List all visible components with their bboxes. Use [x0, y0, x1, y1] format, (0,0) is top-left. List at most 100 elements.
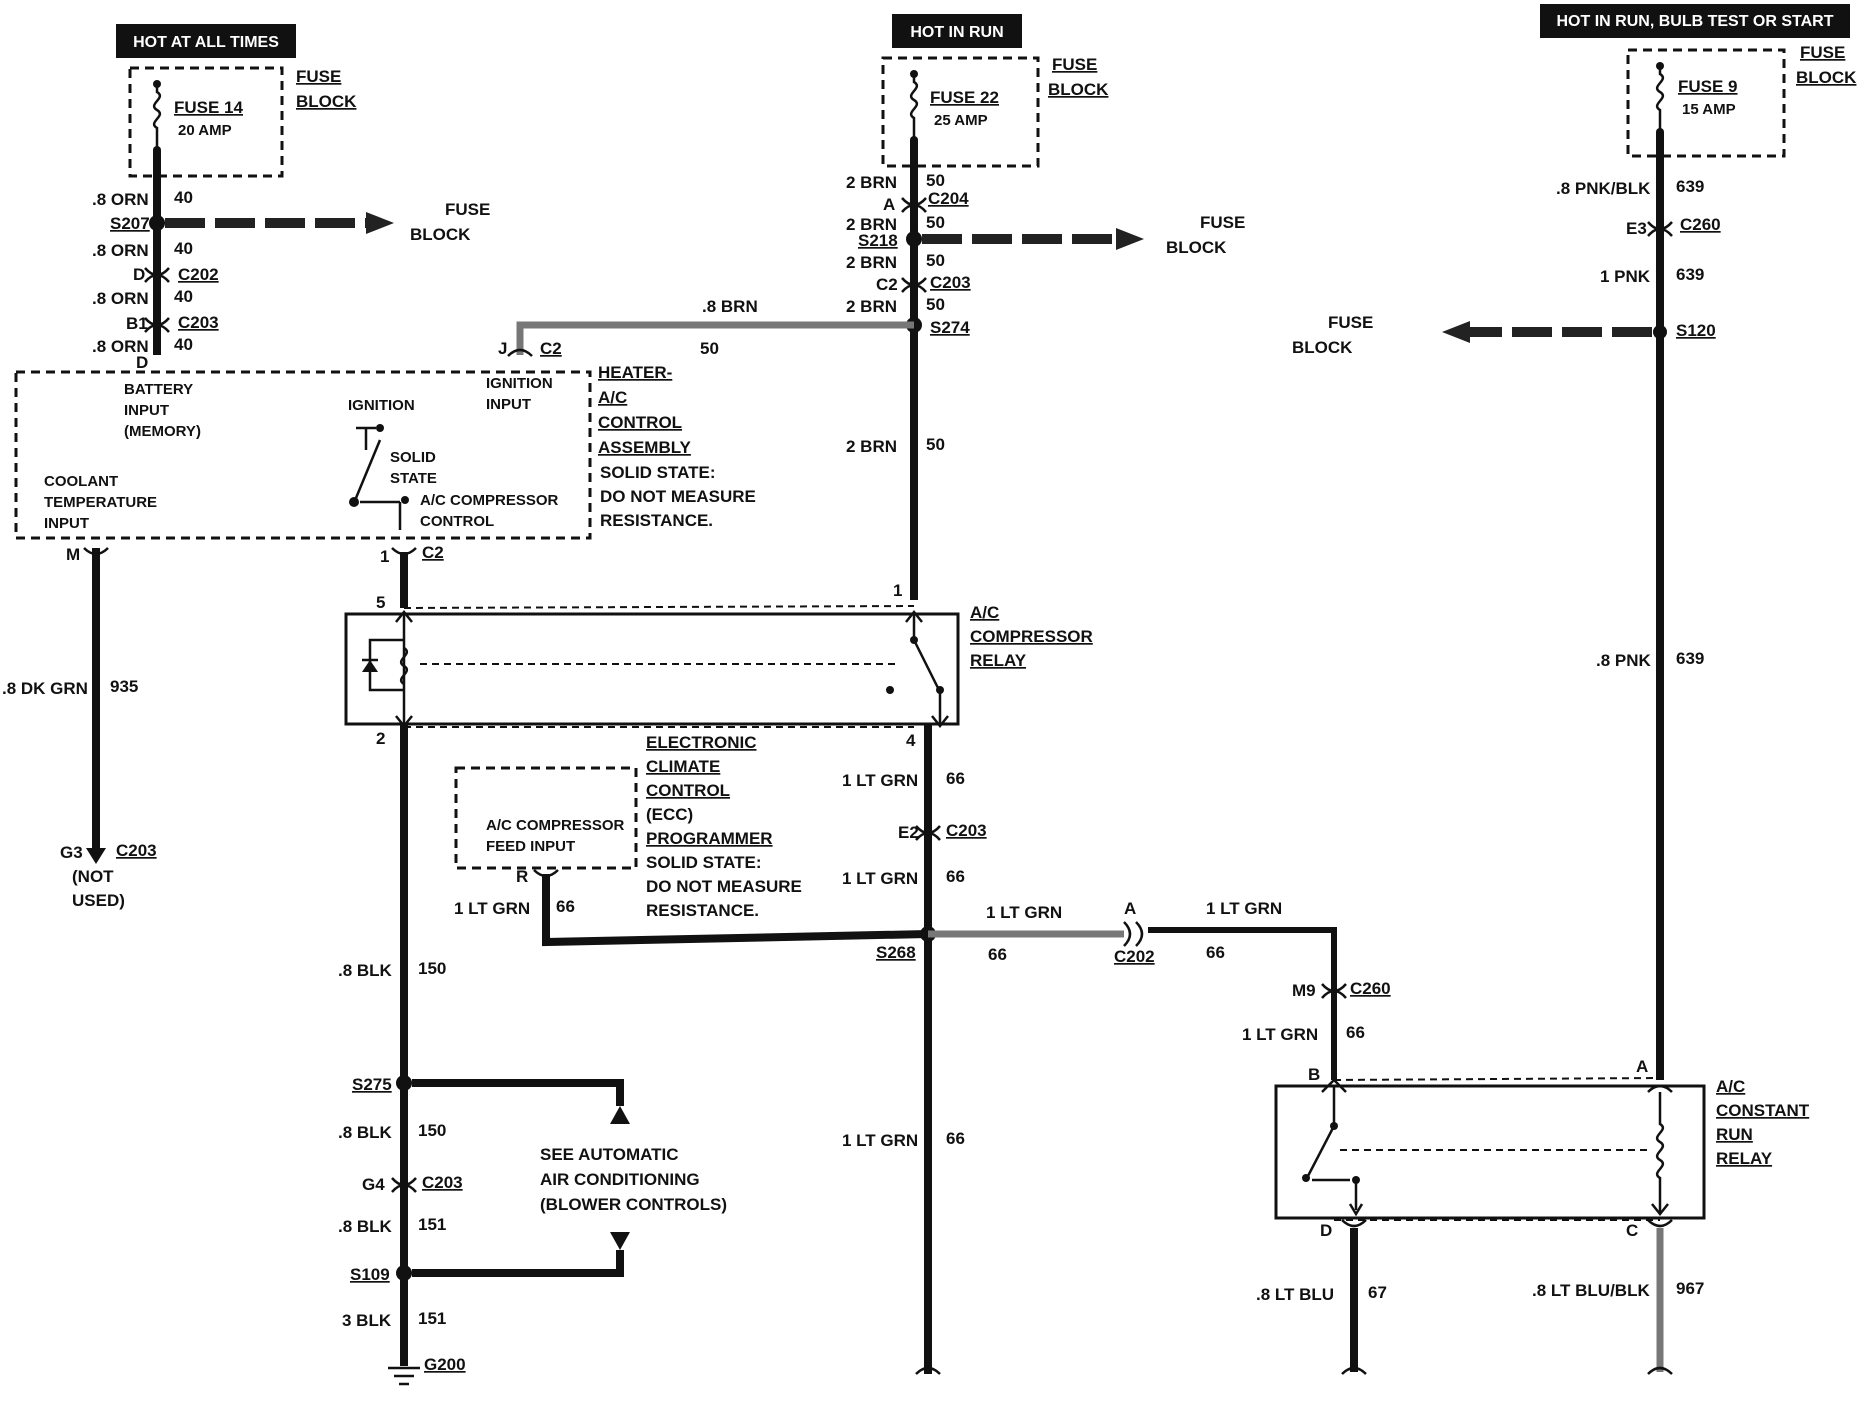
diagram-label: HOT AT ALL TIMES: [133, 34, 279, 51]
fuse-block-label-3b: BLOCK: [1796, 68, 1857, 87]
ecc-programmer: A/C COMPRESSOR FEED INPUT ELECTRONIC CLI…: [454, 733, 929, 947]
diagram-label: FUSE: [1328, 313, 1373, 332]
diagram-label: CONTROL: [598, 413, 682, 432]
supply-hot-in-run: HOT IN RUN: [892, 14, 1022, 48]
diagram-label: D: [136, 353, 148, 372]
diagram-label: 66: [1346, 1023, 1365, 1042]
diagram-label: 1 LT GRN: [986, 903, 1062, 922]
diagram-label: 1 LT GRN: [842, 1131, 918, 1150]
diagram-label: BLOCK: [1292, 338, 1353, 357]
diagram-label: A/C COMPRESSOR: [486, 817, 625, 834]
diagram-label: R: [516, 867, 528, 886]
diagram-label: J: [498, 339, 507, 358]
diagram-label: A/C COMPRESSOR: [420, 492, 559, 509]
diagram-label: AIR CONDITIONING: [540, 1170, 700, 1189]
diagram-label: C2: [540, 339, 562, 358]
diagram-label: .8 ORN: [92, 190, 149, 209]
diagram-label: M9: [1292, 981, 1316, 1000]
diagram-label: C2: [422, 543, 444, 562]
fuse-9-name: FUSE 9: [1678, 77, 1738, 96]
diagram-label: 66: [988, 945, 1007, 964]
fuse-22-rating: 25 AMP: [934, 112, 988, 129]
diagram-label: 40: [174, 188, 193, 207]
diagram-label: USED): [72, 891, 125, 910]
diagram-label: 1: [380, 547, 389, 566]
diagram-label: INPUT: [486, 396, 531, 413]
diagram-label: A: [1636, 1057, 1648, 1076]
diagram-label: 50: [926, 213, 945, 232]
diagram-label: ELECTRONIC: [646, 733, 757, 752]
circuit-935-wire: M .8 DK GRN 935 G3 C203 (NOT USED): [2, 545, 157, 910]
diagram-label: .8 LT BLU/BLK: [1532, 1281, 1650, 1300]
fuse-block-label-2a: FUSE: [1052, 55, 1097, 74]
fuse-14-rating: 20 AMP: [178, 122, 232, 139]
diagram-label: A/C: [970, 603, 999, 622]
diagram-label: C203: [930, 273, 971, 292]
diagram-label: DO NOT MEASURE: [646, 877, 802, 896]
diagram-label: .8 PNK: [1596, 651, 1652, 670]
diagram-label: RELAY: [970, 651, 1027, 670]
diagram-label: HOT IN RUN, BULB TEST OR START: [1556, 13, 1833, 30]
diagram-label: .8 BLK: [338, 1123, 393, 1142]
diagram-label: D: [1320, 1221, 1332, 1240]
diagram-label: ASSEMBLY: [598, 438, 692, 457]
diagram-label: IGNITION: [486, 375, 553, 392]
diagram-label: 1 LT GRN: [1242, 1025, 1318, 1044]
fuse-22-block: FUSE 22 25 AMP FUSE BLOCK: [881, 55, 1109, 168]
diagram-label: S109: [350, 1265, 390, 1284]
diagram-label: COOLANT: [44, 473, 118, 490]
diagram-label: (NOT: [72, 867, 114, 886]
diagram-label: C203: [116, 841, 157, 860]
relay-output-wires: D .8 LT BLU 67 C .8 LT BLU/BLK 967: [1256, 1219, 1704, 1375]
diagram-label: 40: [174, 335, 193, 354]
diagram-label: 2 BRN: [846, 215, 897, 234]
ac-compressor-relay: A/C COMPRESSOR RELAY: [344, 603, 1093, 729]
diagram-label: STATE: [390, 470, 437, 487]
diagram-label: 3 BLK: [342, 1311, 392, 1330]
diagram-label: SEE AUTOMATIC: [540, 1145, 679, 1164]
diagram-label: (ECC): [646, 805, 693, 824]
diagram-label: .8 ORN: [92, 289, 149, 308]
diagram-label: 50: [926, 171, 945, 190]
diagram-label: C203: [422, 1173, 463, 1192]
diagram-label: 66: [946, 867, 965, 886]
diagram-label: FEED INPUT: [486, 838, 575, 855]
diagram-label: .8 BLK: [338, 961, 393, 980]
diagram-label: (BLOWER CONTROLS): [540, 1195, 727, 1214]
compressor-control-wire: 1 C2 5: [376, 543, 444, 612]
diagram-label: .8 ORN: [92, 241, 149, 260]
diagram-label: 40: [174, 287, 193, 306]
fuse-9-rating: 15 AMP: [1682, 101, 1736, 118]
diagram-label: S218: [858, 231, 898, 250]
diagram-label: 150: [418, 959, 446, 978]
fuse-14-name: FUSE 14: [174, 98, 244, 117]
diagram-label: 2 BRN: [846, 437, 897, 456]
circuit-66-wire: 4 1 LT GRN 66 E2 C203 1 LT GRN 66 S268 1…: [842, 724, 987, 1375]
diagram-label: 639: [1676, 265, 1704, 284]
fuse-9-block: FUSE 9 15 AMP FUSE BLOCK: [1626, 43, 1857, 158]
diagram-label: 639: [1676, 649, 1704, 668]
diagram-label: SOLID STATE:: [646, 853, 762, 872]
diagram-label: 50: [926, 295, 945, 314]
diagram-label: CONTROL: [420, 513, 494, 530]
diagram-label: 639: [1676, 177, 1704, 196]
diagram-label: A/C: [598, 388, 627, 407]
ground-circuit-150-151: 2 .8 BLK 150 S275 .8 BLK 150 G4 C203 .8 …: [338, 724, 727, 1386]
diagram-label: .8 BLK: [338, 1217, 393, 1236]
diagram-label: 1: [893, 581, 902, 600]
splice-s120: [1653, 325, 1667, 339]
diagram-label: 66: [1206, 943, 1225, 962]
diagram-label: IGNITION: [348, 397, 415, 414]
diagram-label: COMPRESSOR: [970, 627, 1093, 646]
splice-s275: [396, 1075, 412, 1091]
diagram-label: C2: [876, 275, 898, 294]
diagram-label: E2: [898, 823, 919, 842]
fuse-block-label-2b: BLOCK: [1048, 80, 1109, 99]
diagram-label: 66: [556, 897, 575, 916]
diagram-label: CONSTANT: [1716, 1101, 1810, 1120]
supply-hot-in-run-bulb-test-or-start: HOT IN RUN, BULB TEST OR START: [1540, 4, 1850, 38]
heater-ac-control-assembly: BATTERY INPUT (MEMORY) IGNITION IGNITION…: [14, 363, 756, 540]
diagram-label: SOLID STATE:: [600, 463, 716, 482]
circuit-40-wire: .8 ORN 40 S207 FUSE BLOCK .8 ORN 40 D C2…: [92, 150, 490, 372]
